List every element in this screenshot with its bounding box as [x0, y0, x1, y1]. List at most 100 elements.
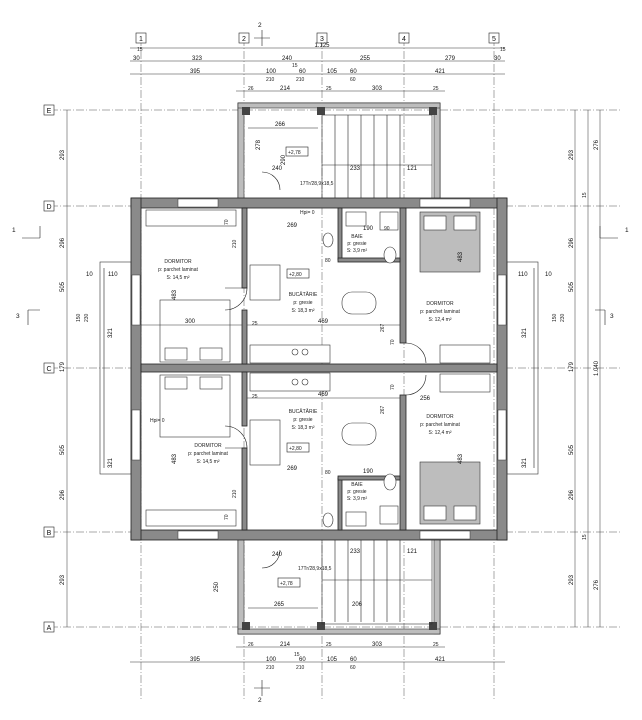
stair-label-top: 17Tr/28,9x18,5 [300, 181, 334, 187]
dim-side-110-l: 110 [108, 272, 118, 278]
level-balcony-bottom: +2,78 [280, 581, 293, 587]
room-area-dorm-se: S: 12,4 m² [428, 430, 451, 436]
dim-bot-r4-0: 26 [248, 642, 254, 648]
stair-bottom: 233 121 206 [321, 537, 433, 625]
axis-col-5: 5 [492, 36, 496, 43]
dim-bot-r3b-0: 210 [266, 665, 275, 671]
dim-inner-25-b: 25 [252, 394, 258, 400]
dim-bot-r4-2: 25 [326, 642, 332, 648]
room-area-kitchen-s: S: 18,3 m² [291, 425, 314, 431]
section-mark-bottom: 2 [258, 697, 262, 704]
furniture [145, 171, 491, 569]
room-name-dorm-sw: DORMITOR [194, 443, 222, 449]
dim-bot-r3b-1: 210 [296, 665, 305, 671]
dim-top-r3b-0: 210 [266, 77, 275, 83]
dim-top-r4-3: 303 [372, 86, 383, 92]
axis-row-C: C [46, 366, 51, 373]
dim-right-8: 276 [594, 579, 600, 590]
axis-col-2: 2 [242, 36, 246, 43]
room-name-dorm-ne: DORMITOR [426, 301, 454, 307]
room-floor-bath-s: p: gresie [347, 489, 366, 495]
dim-top-r2-0: 30 [133, 56, 140, 62]
section-marks: 2 2 1 1 3 3 [12, 22, 629, 704]
dim-inner-267-a: 267 [380, 323, 386, 332]
dim-inner-190-s: 190 [363, 469, 374, 475]
room-area-dorm-ne: S: 12,4 m² [428, 317, 451, 323]
dim-inner-190-n: 190 [363, 226, 374, 232]
axis-col-1: 1 [139, 36, 143, 43]
dim-top-r2-4: 255 [360, 56, 371, 62]
dim-side-150-l: 150 [76, 313, 82, 322]
hpi-label-a: Hpi= 0 [300, 210, 315, 216]
axis-col-4: 4 [402, 36, 406, 43]
dim-side-150-r: 150 [552, 313, 558, 322]
dim-bot-r3b-2: 60 [350, 665, 356, 671]
dim-right-5: 179 [569, 361, 575, 372]
room-name-dorm-nw: DORMITOR [164, 259, 192, 265]
room-name-kitchen-s: BUCĂTĂRIE [289, 408, 318, 415]
axis-row-E: E [47, 108, 52, 115]
dim-balcony-278: 278 [256, 139, 262, 150]
room-area-kitchen-n: S: 18,3 m² [291, 308, 314, 314]
dimension-chain-right: 293 276 296 505 1.040 179 505 296 276 29… [569, 110, 601, 627]
dim-bot-r3-5: 421 [435, 657, 446, 663]
dim-balcony-265: 265 [274, 602, 285, 608]
stair-label-bottom: 17Tr/28,9x18,5 [298, 566, 332, 572]
dimension-chain-top: 1.125 15 15 30 323 240 15 255 279 30 395… [130, 43, 506, 92]
inner-dimensions: 300 469 469 269 269 190 190 256 483 483 … [141, 210, 464, 520]
section-mark-left-mid: 3 [16, 313, 20, 320]
level-kitchen-s: +2,80 [289, 446, 302, 452]
dim-right-1: 276 [594, 139, 600, 150]
room-floor-dorm-sw: p: parchet laminat [188, 451, 228, 457]
dim-top-r3-1: 100 [266, 69, 277, 75]
dim-balcony-266: 266 [275, 122, 286, 128]
dim-left-0: 293 [60, 149, 66, 160]
section-mark-right-mid: 3 [610, 313, 614, 320]
dim-top-r3-0: 395 [190, 69, 201, 75]
exterior-walls [130, 197, 508, 541]
dim-side-110-r: 110 [518, 272, 528, 278]
dim-inner-80-b: 80 [325, 470, 331, 476]
dim-right-11: 15 [582, 534, 588, 540]
axis-col-3: 3 [320, 36, 324, 43]
dim-right-7: 296 [569, 489, 575, 500]
dim-inner-269-n: 269 [287, 223, 298, 229]
room-name-dorm-se: DORMITOR [426, 414, 454, 420]
dim-top-r4-1: 214 [280, 86, 291, 92]
side-balconies: 110 110 10 10 321 321 321 321 150 230 15… [76, 261, 566, 475]
section-mark-top: 2 [258, 22, 262, 29]
dim-top-r3-2: 60 [299, 69, 306, 75]
dim-bot-r4-4: 25 [433, 642, 439, 648]
section-mark-left: 1 [12, 227, 16, 234]
dim-inner-469-n: 469 [318, 319, 329, 325]
room-floor-dorm-se: p: parchet laminat [420, 422, 460, 428]
dim-top-total: 1.125 [314, 43, 330, 49]
axis-column-markers: 1 2 3 4 5 [135, 32, 500, 44]
dim-stair-121: 121 [407, 166, 418, 172]
dim-top-r2-6: 30 [494, 56, 501, 62]
dim-inner-70-b: 70 [224, 514, 230, 520]
axis-row-markers: E D C B A [43, 104, 55, 633]
dim-stair-233-b: 233 [350, 549, 361, 555]
dim-top-15a: 15 [137, 47, 143, 53]
dim-balcony-240-b: 240 [272, 552, 283, 558]
dim-top-r2-3: 15 [292, 63, 298, 69]
dimension-chain-bottom: 26 214 25 303 25 15 395 100 60 105 60 42… [130, 642, 505, 671]
stair-top: 233 121 [321, 114, 433, 204]
axis-row-A: A [47, 625, 52, 632]
dim-side-321-r1: 321 [522, 327, 528, 338]
dimension-chain-left: 293 296 505 179 505 296 293 [60, 110, 68, 627]
room-labels: DORMITOR p: parchet laminat S: 14,5 m² D… [158, 234, 460, 502]
level-tags: +2,80 +2,80 [286, 268, 310, 453]
dim-side-321-r2: 321 [522, 457, 528, 468]
dim-top-15b: 15 [500, 47, 506, 53]
room-floor-dorm-nw: p: parchet laminat [158, 267, 198, 273]
dim-side-10-l: 10 [86, 272, 93, 278]
dim-inner-269-s: 269 [287, 466, 298, 472]
room-floor-kitchen-s: p: gresie [293, 417, 312, 423]
dim-left-4: 505 [60, 444, 66, 455]
dim-top-r3-4: 60 [350, 69, 357, 75]
dim-inner-483-sw: 483 [172, 453, 178, 464]
dim-right-0: 293 [569, 149, 575, 160]
dim-side-10-r: 10 [545, 272, 552, 278]
